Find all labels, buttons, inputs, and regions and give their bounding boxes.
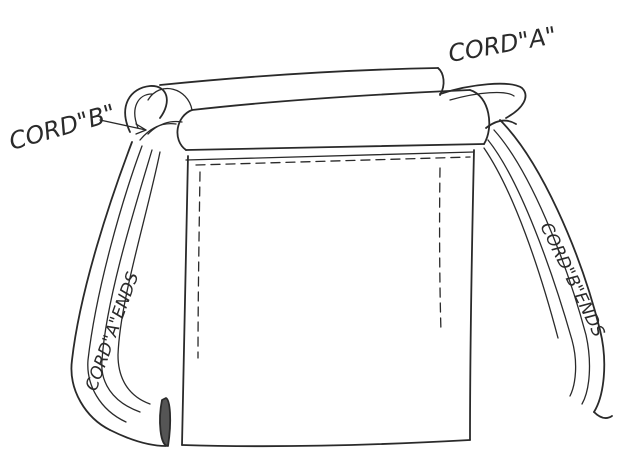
label-cord-b: CORD"B" (6, 99, 119, 156)
left-seam-stitch (198, 172, 200, 358)
label-cord-a: CORD"A" (446, 21, 559, 68)
cord-end-tab (160, 398, 170, 446)
cord-b-ends (484, 120, 612, 418)
label-cord-a-ends: CORD"A"ENDS (82, 269, 144, 393)
bag-body (182, 150, 474, 446)
cord-a-loop (440, 84, 525, 128)
right-seam-stitch (440, 168, 441, 332)
label-cord-b-ends: CORD"B"ENDS (536, 219, 609, 340)
casing-tubes (148, 68, 489, 150)
